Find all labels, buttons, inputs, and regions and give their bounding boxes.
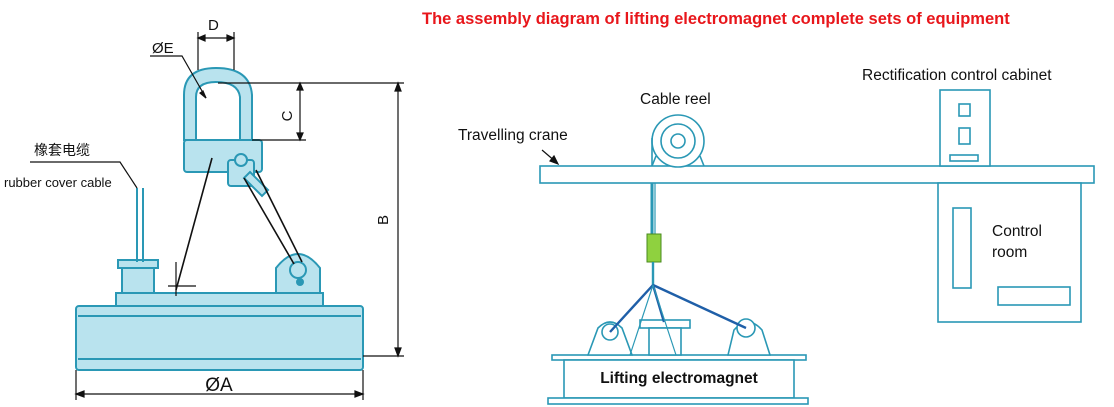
chain-link xyxy=(242,170,270,198)
control-room-window xyxy=(952,207,972,289)
label-rectification-cabinet: Rectification control cabinet xyxy=(862,67,1052,84)
dim-label-d: D xyxy=(208,17,219,34)
reel-support xyxy=(699,155,705,167)
magnet-body-right xyxy=(563,359,795,399)
sling-rope-right xyxy=(255,169,303,263)
shackle-pin xyxy=(234,153,248,167)
cabinet-slot xyxy=(949,154,979,162)
diagram-title: The assembly diagram of lifting electrom… xyxy=(422,10,1010,28)
dim-arrow xyxy=(74,390,85,398)
sling-rope-right xyxy=(243,177,295,265)
green-coupling xyxy=(646,233,662,263)
dim-arrow xyxy=(354,390,365,398)
crane-arrow-icon xyxy=(541,149,560,166)
crane-arrow-head xyxy=(549,154,560,166)
magnet-center-post xyxy=(648,327,682,356)
sling-blue xyxy=(652,283,747,330)
dim-arrow xyxy=(394,347,402,358)
dim-label-b: B xyxy=(375,215,392,225)
dim-label-c: C xyxy=(279,110,296,121)
sling-ropes xyxy=(175,157,303,291)
rubber-cover-cable xyxy=(136,188,144,262)
magnet-dimension-drawing xyxy=(75,66,364,371)
sling-thin xyxy=(652,284,677,356)
assembly-drawing xyxy=(539,89,1095,405)
dim-arrow xyxy=(296,132,304,142)
dimension-lines xyxy=(30,32,404,400)
dim-arrow xyxy=(196,34,206,42)
hoist-cables xyxy=(609,138,747,356)
label-cable-reel: Cable reel xyxy=(640,91,711,108)
cabinet-window xyxy=(958,127,971,145)
control-room-panel xyxy=(997,286,1071,306)
label-lifting-electromagnet: Lifting electromagnet xyxy=(600,370,758,387)
right-lug-pin xyxy=(289,261,307,279)
sling-rope-left xyxy=(175,157,213,291)
dim-arrow xyxy=(226,34,236,42)
dim-arrow xyxy=(198,90,207,99)
cable-reel-hub xyxy=(670,133,686,149)
magnet-top-plate xyxy=(115,292,324,307)
dim-e-leader xyxy=(150,55,207,99)
shackle-bow xyxy=(183,66,253,141)
dim-arrow xyxy=(296,81,304,91)
dim-label-a: ØA xyxy=(205,375,233,396)
dim-arrow xyxy=(394,81,402,92)
sling-thin xyxy=(629,284,654,356)
cable-label-chinese: 橡套电缆 xyxy=(34,143,90,159)
label-control-room-line2: room xyxy=(992,244,1027,261)
magnet-foot xyxy=(547,397,809,405)
right-lug-bolt xyxy=(296,278,304,286)
crane-beam xyxy=(539,165,1095,184)
dim-label-e: ØE xyxy=(152,40,174,57)
label-travelling-crane: Travelling crane xyxy=(458,127,568,144)
cable-label-english: rubber cover cable xyxy=(4,175,112,190)
sling-blue xyxy=(609,284,654,333)
label-control-room-line1: Control xyxy=(992,223,1042,240)
cabinet-window xyxy=(958,103,971,117)
cable-label-leader xyxy=(30,161,138,189)
